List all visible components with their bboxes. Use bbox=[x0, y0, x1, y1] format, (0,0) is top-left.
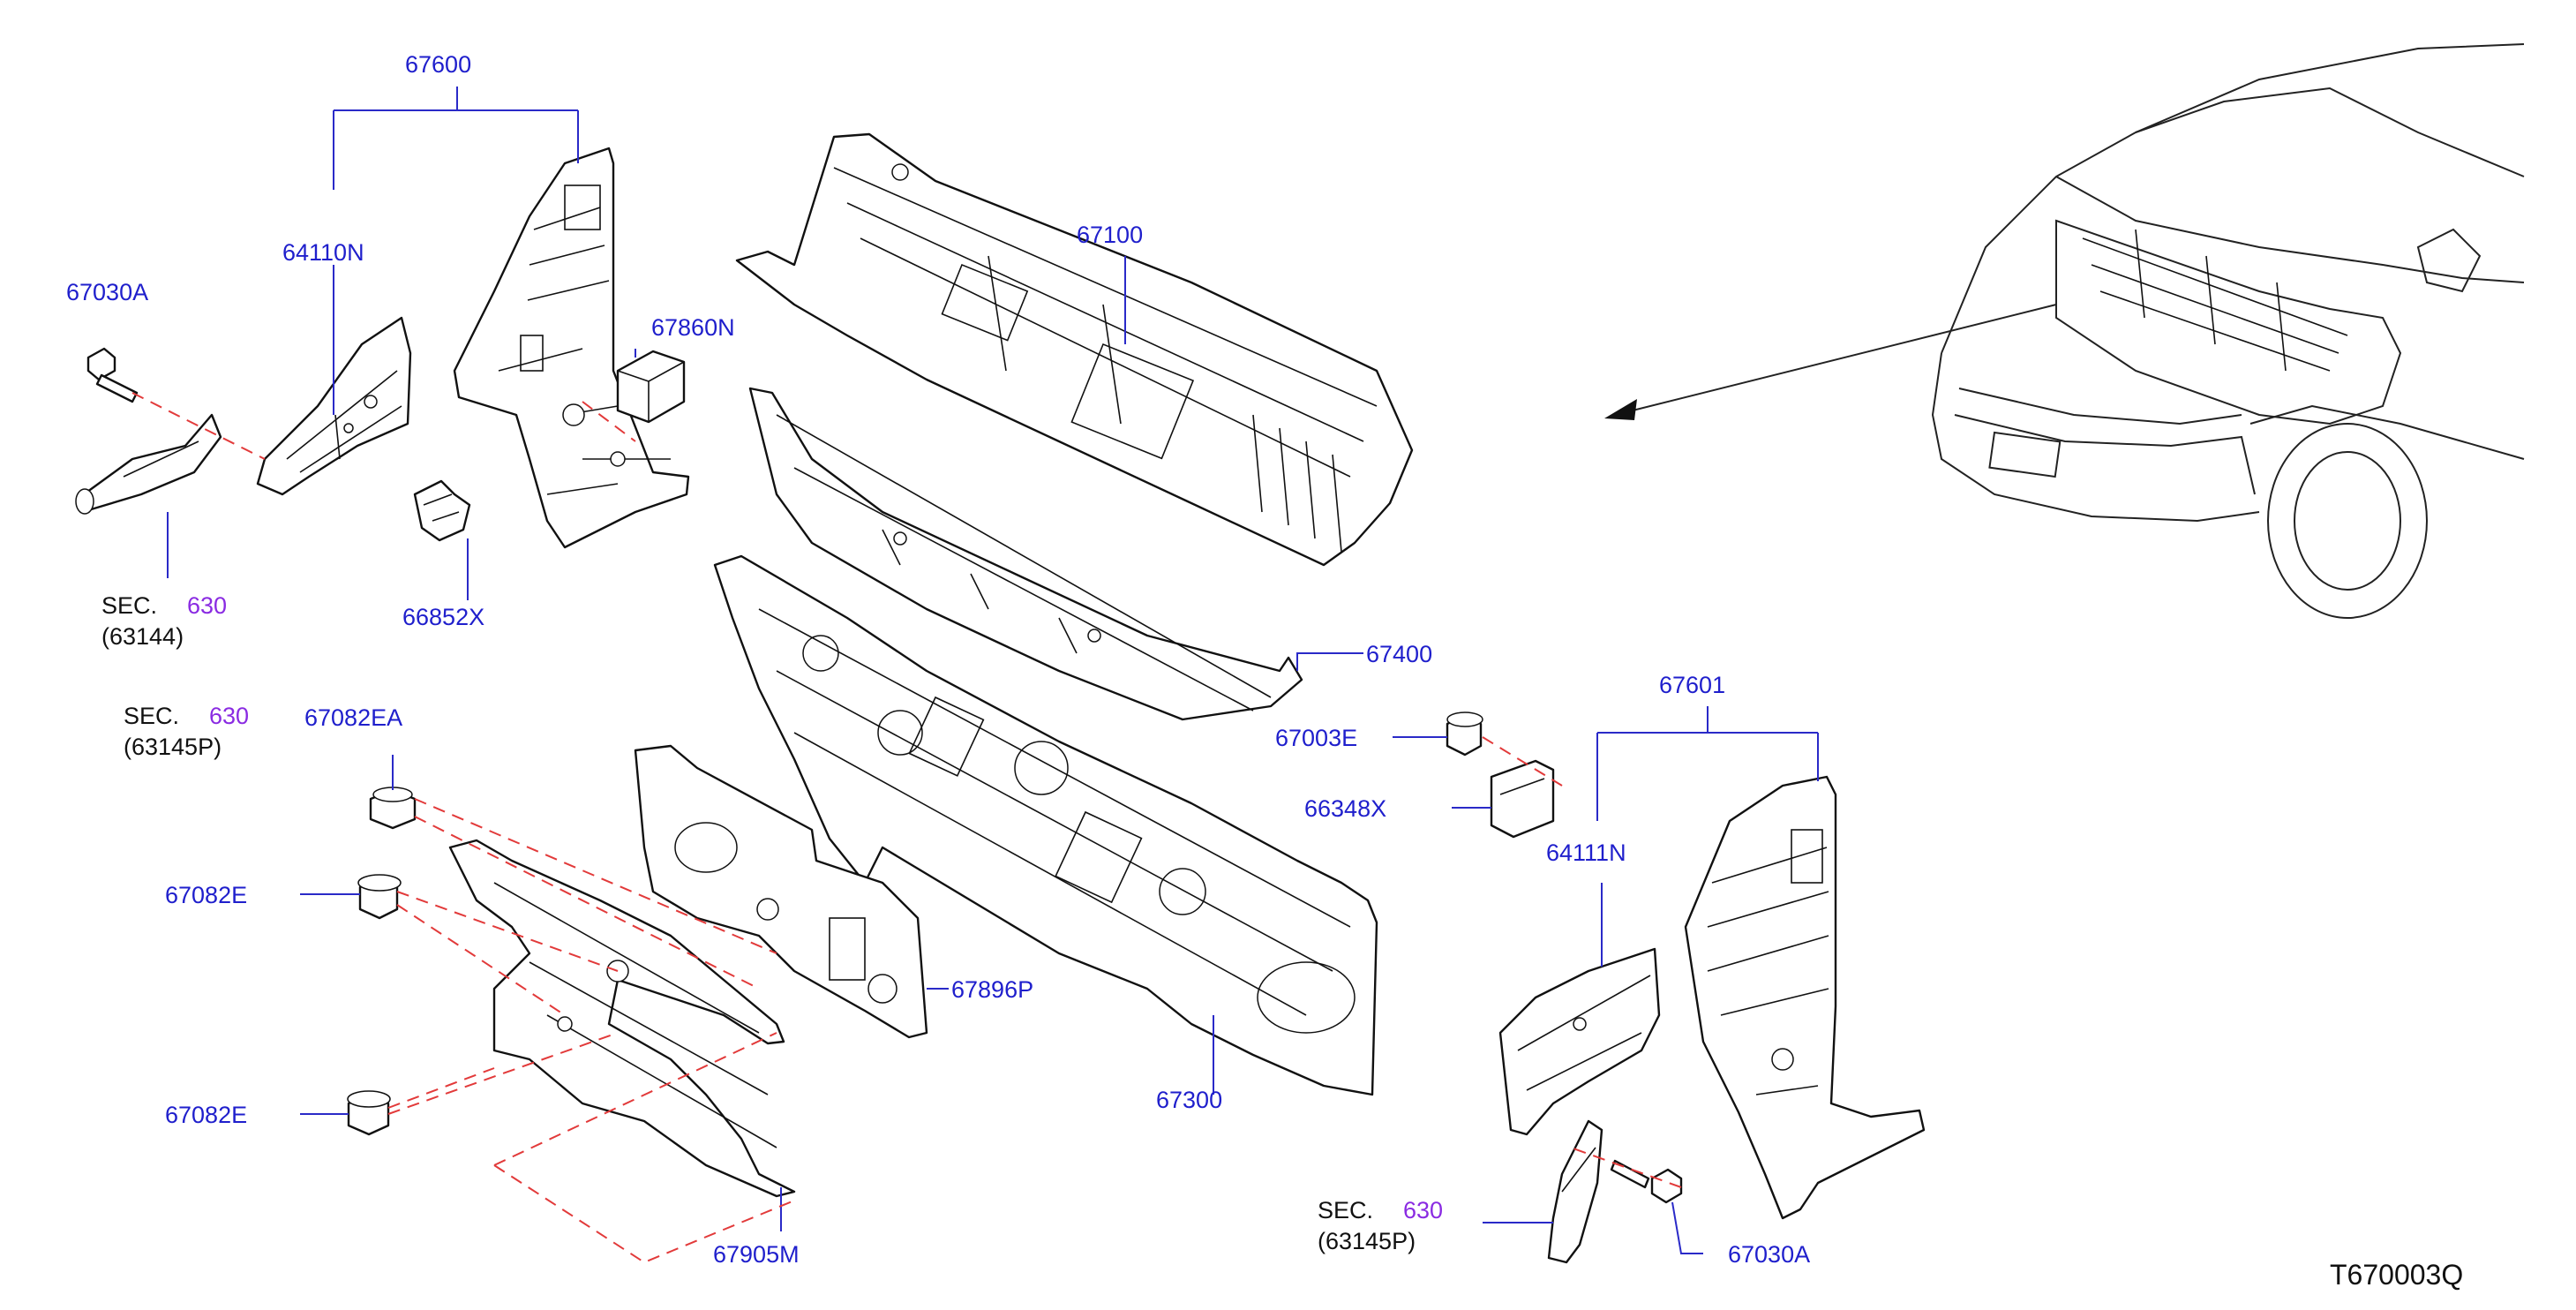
callouts: 67600 64110N 67030A 67860N 67100 66852X … bbox=[66, 51, 2463, 1291]
sec-630-63145P-right-number: 630 bbox=[1403, 1197, 1443, 1223]
clip-67082E-lower bbox=[347, 1090, 391, 1136]
sec-630-63144-number: 630 bbox=[187, 592, 227, 619]
clip-67082EA bbox=[369, 787, 417, 830]
clip-67082E-upper bbox=[357, 874, 402, 920]
sec-630-63144-prefix: SEC. bbox=[101, 592, 157, 619]
vehicle-locator-view bbox=[1604, 43, 2525, 619]
callout-67400: 67400 bbox=[1366, 641, 1432, 667]
callout-64110N: 64110N bbox=[282, 239, 364, 266]
cowl-top-67100 bbox=[735, 132, 1414, 567]
callout-67100: 67100 bbox=[1077, 222, 1143, 248]
callout-67030A-bottom: 67030A bbox=[1728, 1241, 1810, 1268]
callout-66348X: 66348X bbox=[1304, 795, 1386, 822]
callout-64111N: 64111N bbox=[1546, 839, 1626, 866]
callout-67030A-top: 67030A bbox=[66, 279, 148, 305]
callout-67905M: 67905M bbox=[713, 1241, 800, 1268]
callout-67600: 67600 bbox=[405, 51, 471, 78]
callout-67300: 67300 bbox=[1156, 1087, 1222, 1113]
bracket-66852X bbox=[413, 479, 471, 542]
reinforcement-64111N bbox=[1498, 947, 1661, 1136]
sec-630-63145P-left-ref: (63145P) bbox=[124, 734, 222, 760]
callout-67003E: 67003E bbox=[1275, 725, 1357, 751]
leader-lines bbox=[167, 87, 1819, 1254]
assembly-dash-lines bbox=[131, 392, 1682, 1264]
cowl-side-panel-right bbox=[1684, 775, 1926, 1220]
callout-67860N: 67860N bbox=[651, 314, 735, 341]
sec-630-63144-ref: (63144) bbox=[101, 623, 184, 650]
foam-block-67860N bbox=[616, 350, 686, 424]
callout-66852X: 66852X bbox=[402, 604, 484, 630]
bracket-sec630-63144 bbox=[75, 413, 222, 515]
callout-67082E-lower: 67082E bbox=[165, 1102, 247, 1128]
callout-67082EA: 67082EA bbox=[304, 704, 402, 731]
callout-67601: 67601 bbox=[1659, 672, 1725, 698]
cowl-reinforcement-67400 bbox=[748, 387, 1303, 721]
bracket-66348X bbox=[1490, 759, 1555, 839]
sec-630-63145P-right-prefix: SEC. bbox=[1318, 1197, 1373, 1223]
sec-630-63145P-left-prefix: SEC. bbox=[124, 703, 179, 729]
sec-630-63145P-left-number: 630 bbox=[209, 703, 249, 729]
diagram-code: T670003Q bbox=[2330, 1259, 2463, 1291]
cowl-side-panel-left bbox=[453, 147, 690, 549]
dash-panel-67300 bbox=[713, 554, 1378, 1096]
bracket-sec630-63145P-right bbox=[1547, 1119, 1603, 1264]
bolt-67030A-left bbox=[86, 347, 139, 403]
dash-insulator-67905M bbox=[448, 839, 796, 1198]
callout-67082E-upper: 67082E bbox=[165, 882, 247, 908]
dash-insulator-67896P bbox=[634, 744, 928, 1039]
callout-67896P: 67896P bbox=[951, 976, 1033, 1003]
clip-67003E bbox=[1446, 711, 1483, 757]
sec-630-63145P-right-ref: (63145P) bbox=[1318, 1228, 1416, 1254]
bolt-67030A-right bbox=[1610, 1159, 1683, 1204]
